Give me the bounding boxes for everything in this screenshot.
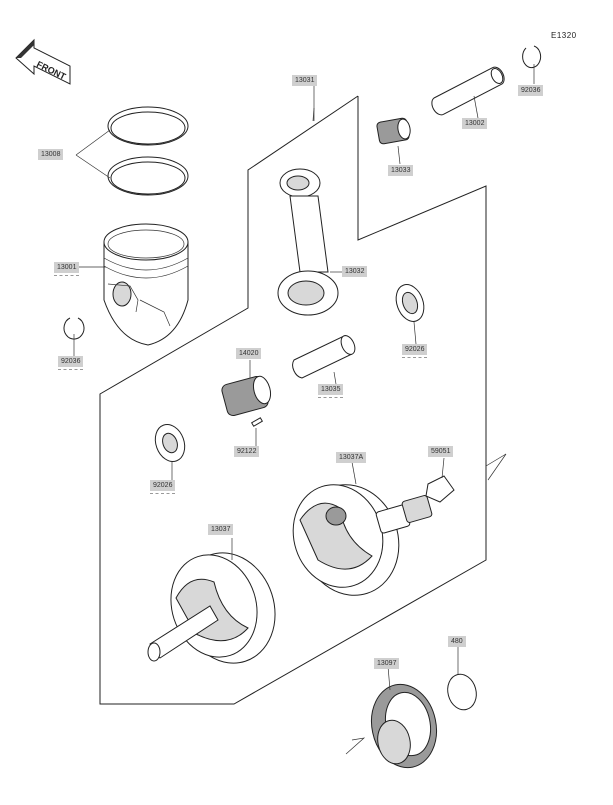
part-number-label: 480 <box>448 636 466 647</box>
part-number-label: 92026 <box>150 480 176 494</box>
part-number-label: 13032 <box>342 266 368 277</box>
part-number-label: 14020 <box>236 348 262 359</box>
part-number-label: 13097 <box>374 658 400 669</box>
piston-pin <box>431 66 505 119</box>
part-number-label: 13001 <box>54 262 80 276</box>
part-number-label: 92122 <box>234 446 260 457</box>
connecting-rod <box>277 168 346 316</box>
part-number-label: 92036 <box>518 85 544 96</box>
thrust-washer-right <box>395 284 425 345</box>
part-number-label: 92036 <box>58 356 84 370</box>
big-end-bearing <box>221 360 272 417</box>
part-number-label: 13035 <box>318 384 344 398</box>
part-number-label: 13031 <box>292 75 318 86</box>
woodruff-key <box>250 417 264 446</box>
piston-rings <box>75 106 189 196</box>
crankshaft-left-half <box>147 538 276 664</box>
thrust-washer-left <box>154 424 186 480</box>
piston <box>76 223 189 346</box>
crankshaft-right-half <box>292 461 433 596</box>
part-number-label: 92026 <box>402 344 428 358</box>
part-number-label: 59051 <box>428 446 454 457</box>
part-number-label: 13037A <box>336 452 367 463</box>
small-end-bearing <box>376 117 411 165</box>
primary-gear <box>345 665 437 769</box>
part-number-label: 13008 <box>38 149 64 160</box>
part-number-label: 13002 <box>462 118 488 129</box>
circlip-left <box>63 317 85 356</box>
circlip-gear <box>447 646 477 711</box>
front-arrow-icon: FRONT <box>15 38 71 85</box>
circlip-right <box>522 45 542 84</box>
part-number-label: 13037 <box>208 524 234 535</box>
crank-nut <box>425 453 507 503</box>
diagram-code: E1320 <box>551 31 577 40</box>
crank-pin <box>292 335 356 385</box>
part-number-label: 13033 <box>388 165 414 176</box>
assembly-outline <box>99 86 487 705</box>
